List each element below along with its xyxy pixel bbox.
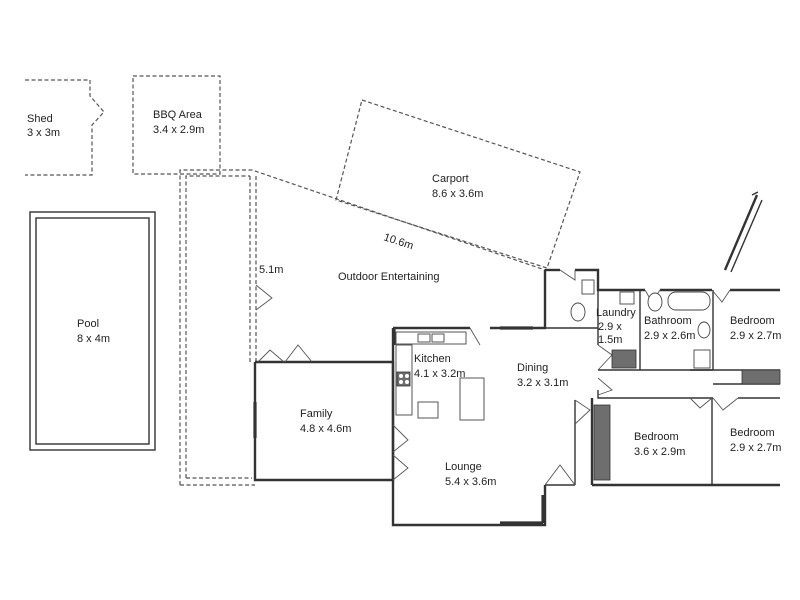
house-walls xyxy=(253,268,780,527)
bathroom-size: 2.9 x 2.6m xyxy=(644,330,695,342)
carport-size: 8.6 x 3.6m xyxy=(432,188,483,200)
bbq-area-outline xyxy=(132,75,221,175)
shed-size: 3 x 3m xyxy=(27,127,60,139)
doors xyxy=(257,269,739,486)
pool-size: 8 x 4m xyxy=(77,333,110,345)
bedroom-1-label: Bedroom xyxy=(730,315,775,327)
family-size: 4.8 x 4.6m xyxy=(300,423,351,435)
shed-structure xyxy=(25,79,105,176)
open-window xyxy=(723,191,763,273)
bathroom-label: Bathroom xyxy=(644,315,692,327)
laundry-fixtures xyxy=(570,279,637,369)
lounge-size: 5.4 x 3.6m xyxy=(445,476,496,488)
pool xyxy=(29,211,156,451)
wardrobes xyxy=(593,369,781,481)
bedroom-2-size: 3.6 x 2.9m xyxy=(634,446,685,458)
windows xyxy=(253,326,545,525)
dining-size: 3.2 x 3.1m xyxy=(517,377,568,389)
shed-label: Shed xyxy=(27,113,53,125)
outdoor-length-dimension: 10.6m xyxy=(382,231,415,252)
family-label: Family xyxy=(300,408,333,420)
bedroom-1-size: 2.9 x 2.7m xyxy=(730,330,781,342)
bedroom-2-label: Bedroom xyxy=(634,431,679,443)
laundry-size-line2: 1.5m xyxy=(598,334,622,346)
outdoor-entertaining-outline xyxy=(179,169,546,486)
dining-label: Dining xyxy=(517,362,548,374)
laundry-label: Laundry xyxy=(596,307,636,319)
bbq-area-size: 3.4 x 2.9m xyxy=(153,124,204,136)
kitchen-label: Kitchen xyxy=(414,353,451,365)
laundry-size-line1: 2.9 x xyxy=(598,321,622,333)
lounge-label: Lounge xyxy=(445,461,482,473)
outdoor-entertaining-label: Outdoor Entertaining xyxy=(338,271,440,283)
kitchen-size: 4.1 x 3.2m xyxy=(414,368,465,380)
bedroom-3-size: 2.9 x 2.7m xyxy=(730,442,781,454)
outdoor-width-dimension: 5.1m xyxy=(259,264,283,276)
kitchen-fixtures xyxy=(395,331,485,421)
bedroom-3-label: Bedroom xyxy=(730,427,775,439)
bbq-area-label: BBQ Area xyxy=(153,109,203,121)
carport-outline xyxy=(335,99,581,269)
carport-label: Carport xyxy=(432,173,469,185)
bathroom-fixtures xyxy=(647,291,711,369)
outdoor-door-swing xyxy=(255,284,273,311)
pool-label: Pool xyxy=(77,318,99,330)
